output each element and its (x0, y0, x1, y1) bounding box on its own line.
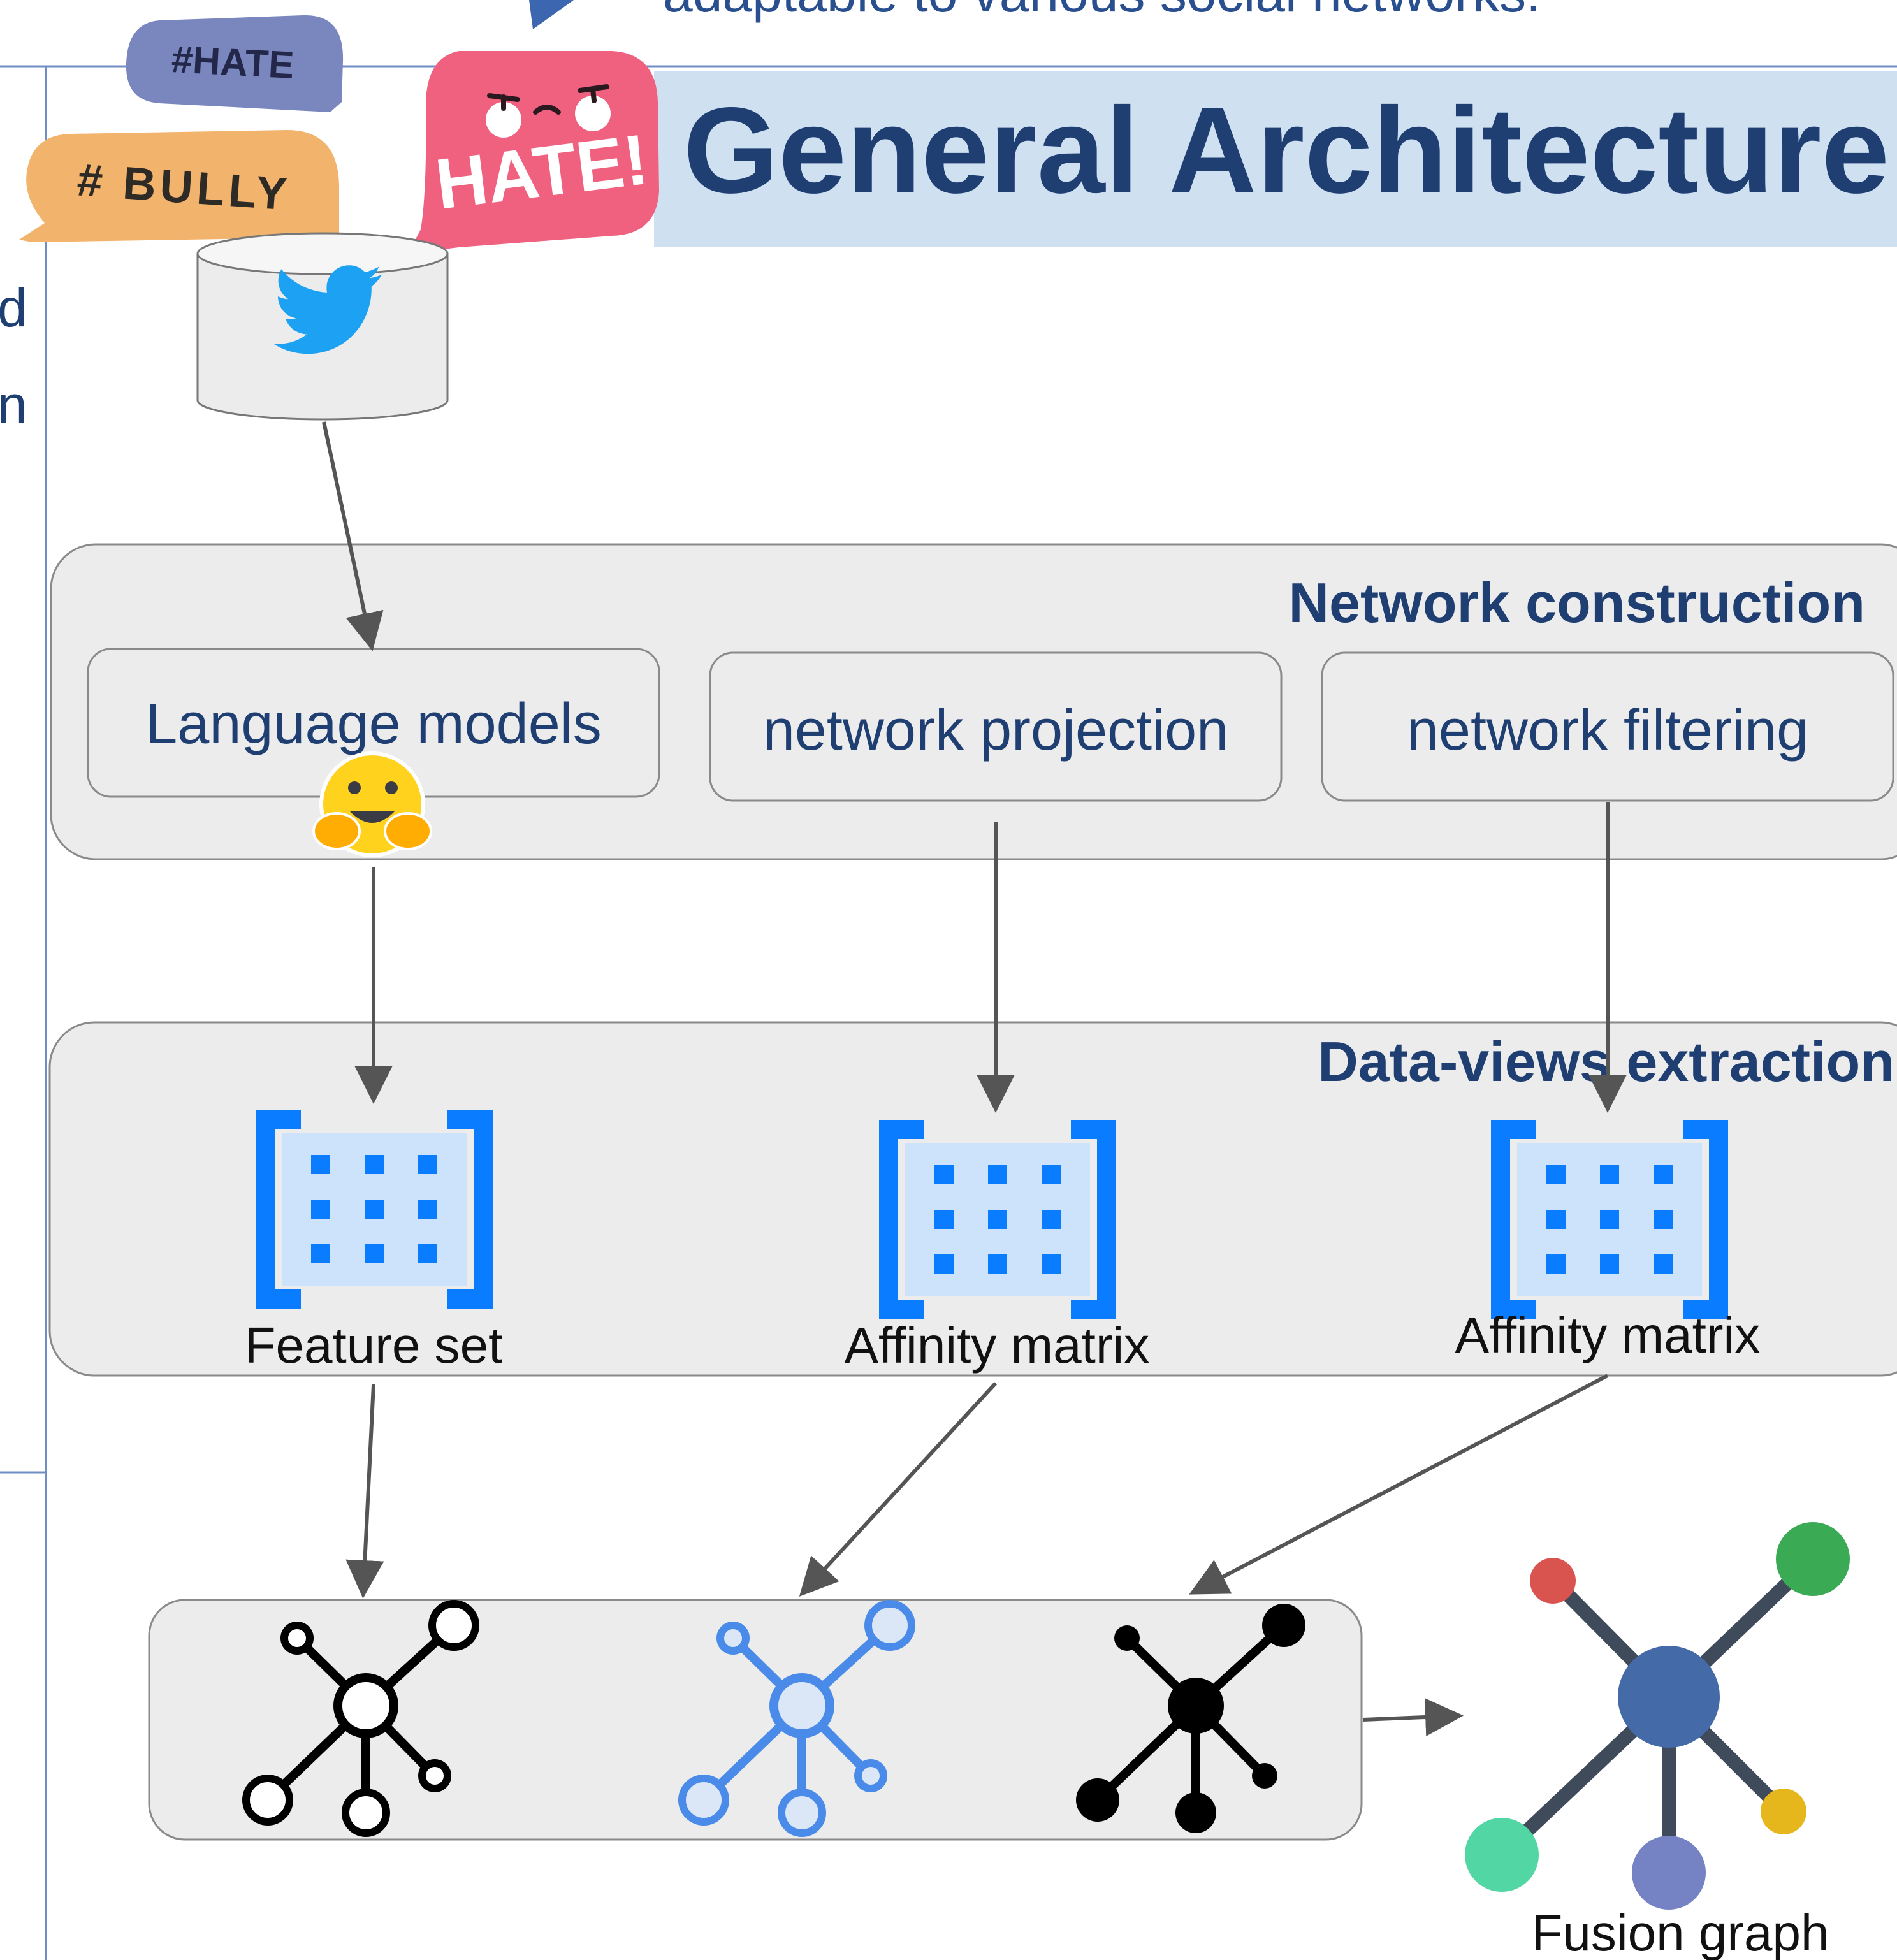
matrix-cell (1042, 1254, 1061, 1274)
network-filtering-label: network filtering (1407, 699, 1808, 762)
graph-node (1252, 1763, 1277, 1789)
graph-node (1262, 1604, 1305, 1647)
matrix-cell (988, 1254, 1007, 1274)
graph-node (428, 1600, 479, 1651)
arrow-graphs-to-fusion (1362, 1697, 1464, 1736)
matrix-cell (365, 1155, 384, 1174)
matrix-cell (1546, 1254, 1566, 1274)
matrix-cell (1600, 1165, 1619, 1184)
matrix-cell (1042, 1210, 1061, 1229)
network-graph-icon-blue (678, 1600, 915, 1837)
graph-center-node (769, 1673, 834, 1738)
matrix-cell (1654, 1210, 1673, 1229)
matrix-cell (1042, 1165, 1061, 1184)
matrix-left-bracket (256, 1110, 301, 1309)
graph-node (280, 1622, 314, 1655)
network-filtering-box (1321, 651, 1894, 802)
hate-bubble-sticker: HATE! (408, 51, 659, 254)
matrix-cell (418, 1200, 437, 1219)
graph-node (1175, 1792, 1216, 1833)
graph-node (342, 1789, 390, 1837)
svg-text:#HATE: #HATE (170, 38, 294, 87)
side-fragment-1: d (0, 278, 27, 338)
arrow-feature-set-to-graph (345, 1384, 384, 1599)
matrix-cell (988, 1210, 1007, 1229)
graph-node (778, 1789, 826, 1837)
language-models-label: Language models (145, 692, 602, 756)
blue-pointer-shape (529, 0, 574, 29)
matrix-left-bracket (1491, 1120, 1536, 1319)
matrix-cell (365, 1244, 384, 1263)
affinity-matrix-projection-label: Affinity matrix (845, 1317, 1150, 1374)
matrix-cell (988, 1165, 1007, 1184)
arrow-affinity-to-graph-solid (1189, 1374, 1609, 1595)
graph-node (242, 1775, 293, 1826)
hate-tag-sticker: #HATE (126, 15, 344, 112)
matrix-right-bracket (447, 1110, 493, 1309)
affinity-matrix-projection-icon (879, 1120, 1116, 1319)
graph-node (1114, 1625, 1140, 1651)
matrix-cell (1546, 1210, 1566, 1229)
flow-arrows (322, 421, 1627, 1736)
matrix-cell (934, 1165, 954, 1184)
graph-node (678, 1775, 729, 1826)
title-band (654, 71, 1897, 247)
affinity-matrix-filtering-label: Affinity matrix (1455, 1307, 1761, 1363)
side-fragment-2: n (0, 375, 27, 435)
graph-node (864, 1600, 915, 1651)
arrow-affinity-to-graph-blue (799, 1381, 998, 1597)
network-graph-icon-outline (242, 1600, 479, 1837)
matrix-cell (365, 1200, 384, 1219)
matrix-cell (418, 1244, 437, 1263)
twitter-database (196, 232, 449, 421)
matrix-right-bracket (1071, 1120, 1116, 1319)
fusion-graph-icon (1465, 1522, 1850, 1910)
graph-node (1076, 1778, 1119, 1822)
feature-set-matrix-icon (256, 1110, 493, 1309)
twitter-bird-icon (273, 265, 382, 354)
fusion-graph-label: Fusion graph (1532, 1905, 1829, 1960)
matrix-left-bracket (879, 1120, 924, 1319)
network-construction-title: Network construction (1288, 571, 1865, 634)
matrix-cell (934, 1254, 954, 1274)
network-projection-label: network projection (763, 699, 1228, 762)
network-projection-box (709, 651, 1283, 802)
graph-node (418, 1759, 451, 1792)
matrix-cell (311, 1155, 330, 1174)
hugging-face-icon (312, 751, 432, 857)
matrix-cell (418, 1155, 437, 1174)
graph-center-node (333, 1673, 398, 1738)
bully-tag-sticker: # BULLY (19, 130, 339, 242)
affinity-matrix-filtering-icon (1491, 1120, 1728, 1319)
matrix-cell (311, 1244, 330, 1263)
matrix-cell (1546, 1165, 1566, 1184)
page-title: General Architecture (683, 82, 1889, 219)
matrix-cell (1654, 1165, 1673, 1184)
feature-set-label: Feature set (245, 1317, 503, 1374)
graph-node (854, 1759, 887, 1792)
graph-center-node (1168, 1678, 1224, 1734)
matrix-cell (1600, 1210, 1619, 1229)
top-fragment-text: adaptable to various social networks. (663, 0, 1541, 23)
matrix-cell (1654, 1254, 1673, 1274)
matrix-cell (1600, 1254, 1619, 1274)
matrix-right-bracket (1683, 1120, 1728, 1319)
matrix-cell (311, 1200, 330, 1219)
graph-node (716, 1622, 750, 1655)
matrix-cell (934, 1210, 954, 1229)
network-graph-icon-solid (1076, 1604, 1305, 1833)
arrow-db-to-language-models (322, 421, 384, 651)
graph-views-panel (148, 1599, 1363, 1841)
